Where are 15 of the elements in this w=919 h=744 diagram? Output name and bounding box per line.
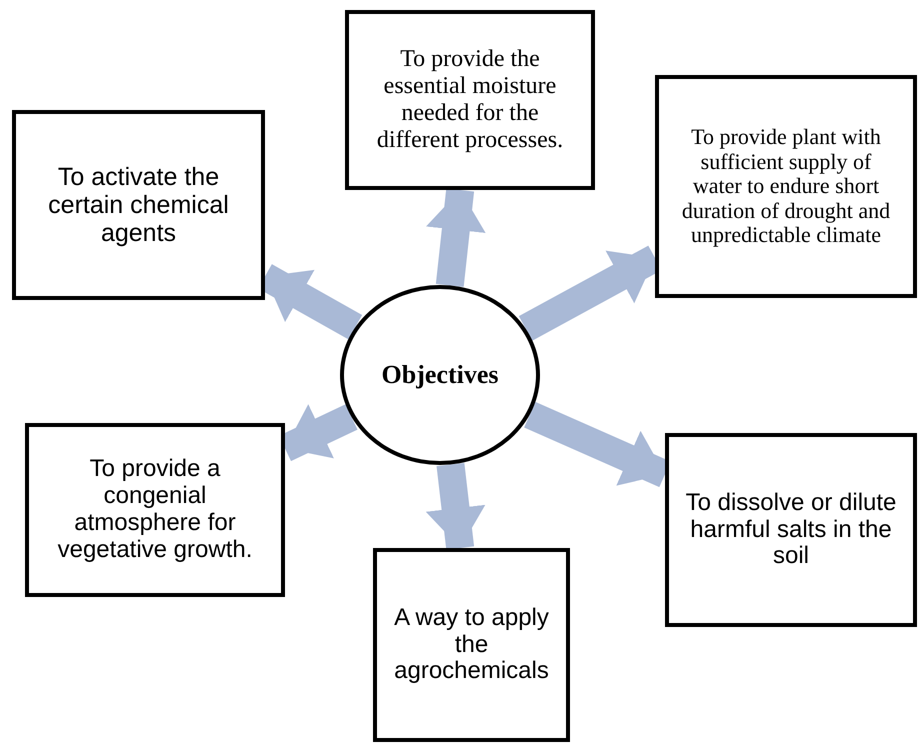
objective-box — [12, 110, 265, 300]
objective-text: To provide plant with sufficient supply of water to endure short duration of drought and unpredictable climate — [680, 124, 892, 248]
objective-text: To provide a congenial atmosphere for vegetative growth. — [56, 456, 254, 564]
objective-box — [373, 548, 570, 742]
objective-box — [655, 75, 917, 298]
objective-text: To provide the essential moisture needed for the different processes. — [376, 46, 564, 154]
block-arrow — [426, 462, 486, 550]
objective-box — [665, 433, 917, 627]
objective-box — [345, 10, 595, 190]
objective-text: To activate the certain chemical agents — [47, 163, 230, 247]
objective-text: A way to apply the agrochemicals — [393, 604, 550, 686]
block-arrow — [426, 188, 486, 287]
center-label: Objectives — [382, 360, 498, 390]
objective-box — [25, 423, 285, 597]
objective-text: To dissolve or dilute harmful salts in the soil — [685, 490, 897, 570]
